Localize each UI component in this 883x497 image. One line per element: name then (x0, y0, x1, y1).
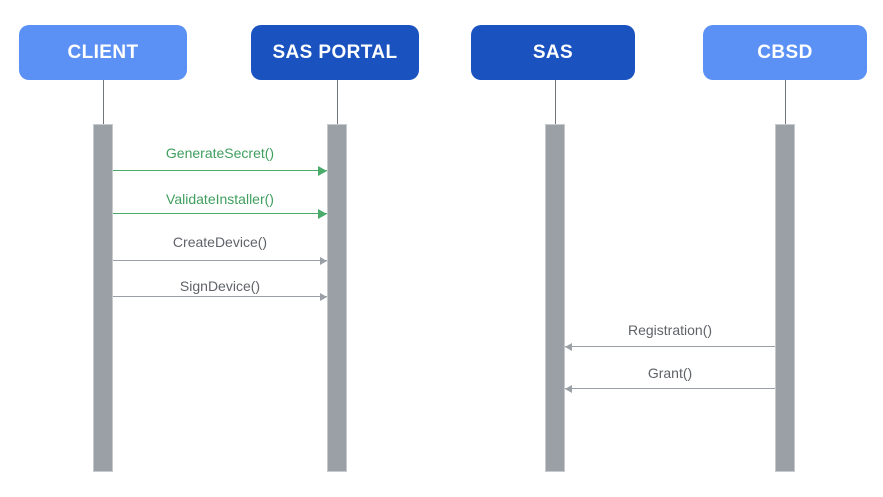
lifeline-cbsd (785, 80, 786, 124)
message-arrowhead-m5 (565, 342, 572, 351)
message-line-m5 (565, 346, 775, 347)
message-arrowhead-m6 (565, 384, 572, 393)
message-label-m6: Grant() (647, 365, 693, 381)
activation-bar-cbsd (775, 124, 795, 472)
message-arrowhead-m2 (318, 208, 327, 219)
message-label-m3: CreateDevice() (172, 234, 268, 250)
message-line-m3 (113, 260, 327, 261)
activation-bar-client (93, 124, 113, 472)
lifeline-sas (555, 80, 556, 124)
participant-label-client: CLIENT (67, 41, 139, 63)
message-line-m2 (113, 213, 327, 214)
participant-label-sas-portal: SAS PORTAL (272, 41, 398, 63)
message-label-m1: GenerateSecret() (165, 145, 275, 161)
message-arrowhead-m4 (320, 292, 327, 301)
activation-bar-sas (545, 124, 565, 472)
participant-box-cbsd[interactable]: CBSD (703, 25, 867, 80)
lifeline-sas-portal (337, 80, 338, 124)
message-line-m1 (113, 170, 327, 171)
participant-box-sas[interactable]: SAS (471, 25, 635, 80)
participant-box-client[interactable]: CLIENT (19, 25, 187, 80)
lifeline-client (103, 80, 104, 124)
message-label-m4: SignDevice() (179, 278, 261, 294)
message-line-m4 (113, 296, 327, 297)
message-label-m5: Registration() (627, 322, 713, 338)
message-label-m2: ValidateInstaller() (166, 191, 274, 207)
message-line-m6 (565, 388, 775, 389)
message-arrowhead-m3 (320, 256, 327, 265)
message-arrowhead-m1 (318, 165, 327, 176)
activation-bar-sas-portal (327, 124, 347, 472)
participant-label-cbsd: CBSD (757, 41, 813, 63)
participant-label-sas: SAS (532, 41, 574, 63)
participant-box-sas-portal[interactable]: SAS PORTAL (251, 25, 419, 80)
